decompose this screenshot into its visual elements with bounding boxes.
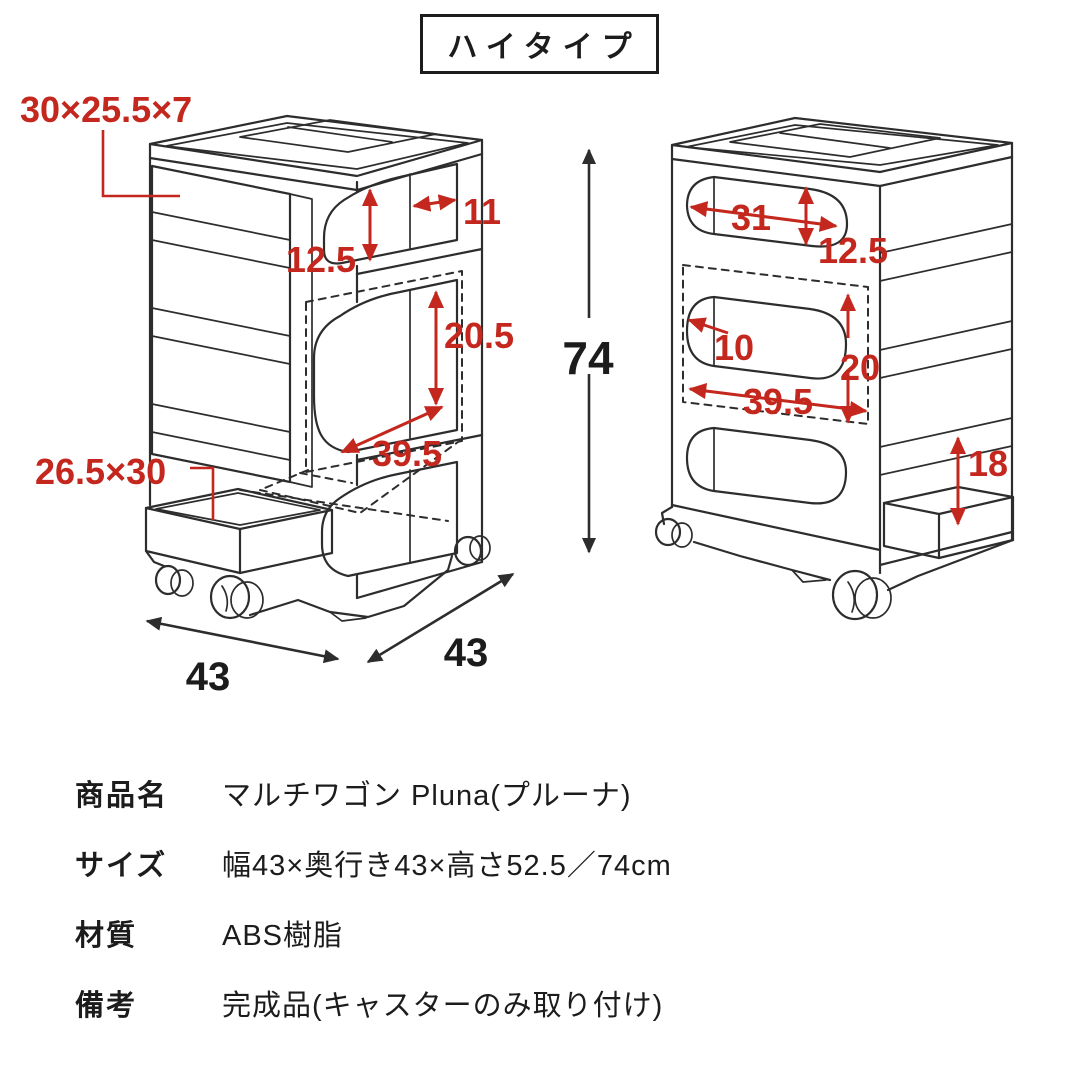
dimension-arrow bbox=[412, 194, 457, 212]
dimension-opening-width-right: 31 bbox=[731, 197, 771, 238]
spec-value: 完成品(キャスターのみ取り付け) bbox=[222, 990, 664, 1022]
caster-wheel bbox=[654, 517, 682, 547]
type-badge: ハイタイプ bbox=[420, 14, 659, 74]
left-cart-opening-top bbox=[322, 162, 459, 265]
dimension-arrow bbox=[340, 405, 444, 454]
dimension-arrow bbox=[366, 572, 515, 664]
dimension-tray-size: 26.5×30 bbox=[35, 451, 166, 492]
spec-label: 材質 bbox=[75, 920, 138, 952]
dimension-diagram: 30×25.5×7 12.5 11 20.5 39.5 26.5×30 31 1… bbox=[20, 89, 1015, 699]
dimension-opening-height-right: 12.5 bbox=[818, 230, 888, 271]
spec-label: 備考 bbox=[75, 990, 138, 1022]
dimension-overall-height: 74 bbox=[562, 332, 614, 384]
left-cart-bottom-tray bbox=[144, 472, 449, 575]
dimension-drawer-size: 30×25.5×7 bbox=[20, 89, 192, 130]
left-cart-drawers bbox=[150, 164, 292, 484]
dimension-middle-opening-height-left: 20.5 bbox=[444, 315, 514, 356]
right-cart-dashed-shelf bbox=[682, 264, 869, 425]
dimension-arrow bbox=[145, 616, 340, 664]
spec-label: 商品名 bbox=[75, 780, 169, 812]
red-dimension-annotations: 30×25.5×7 12.5 11 20.5 39.5 26.5×30 31 1… bbox=[20, 89, 1008, 526]
spec-value: ABS樹脂 bbox=[222, 920, 344, 952]
right-cart-opening-bottom bbox=[685, 426, 848, 505]
right-cart-opening-top bbox=[685, 175, 849, 248]
type-badge-label: ハイタイプ bbox=[447, 31, 641, 64]
black-dimension-annotations: 74 43 43 bbox=[145, 148, 614, 699]
dimension-arrow bbox=[687, 317, 729, 335]
right-cart-drawing bbox=[654, 116, 1015, 621]
caster-wheel bbox=[831, 569, 879, 621]
left-cart-opening-middle bbox=[312, 278, 459, 454]
right-cart-opening-middle bbox=[685, 295, 848, 380]
left-cart-dashed-shelf bbox=[305, 270, 463, 473]
leader-line bbox=[101, 130, 180, 198]
spec-value: 幅43×奥行き43×高さ52.5／74cm bbox=[222, 850, 672, 882]
dimension-base-width: 43 bbox=[186, 655, 231, 699]
dimension-side-panel-width: 11 bbox=[463, 191, 501, 232]
right-cart-casters bbox=[654, 505, 1015, 621]
dimension-corner-width-right: 10 bbox=[714, 327, 754, 368]
left-cart-drawing bbox=[144, 114, 491, 622]
spec-label: サイズ bbox=[75, 850, 168, 882]
dimension-opening-height-left: 12.5 bbox=[286, 239, 356, 280]
dimension-tray-height-right: 18 bbox=[968, 443, 1008, 484]
dimension-base-depth: 43 bbox=[444, 631, 489, 675]
leader-line bbox=[190, 466, 215, 520]
dimension-middle-opening-width-right: 39.5 bbox=[743, 381, 813, 422]
dimension-arrow bbox=[688, 382, 868, 418]
dimension-shelf-depth-left: 39.5 bbox=[372, 433, 442, 474]
left-cart-top bbox=[148, 114, 484, 178]
dimension-middle-opening-height-right: 20 bbox=[840, 347, 880, 388]
caster-wheel bbox=[154, 564, 182, 596]
left-cart-casters bbox=[144, 535, 491, 622]
left-cart-opening-bottom bbox=[320, 460, 459, 578]
caster-wheel bbox=[453, 535, 483, 567]
spec-value: マルチワゴン Pluna(プルーナ) bbox=[222, 780, 632, 812]
